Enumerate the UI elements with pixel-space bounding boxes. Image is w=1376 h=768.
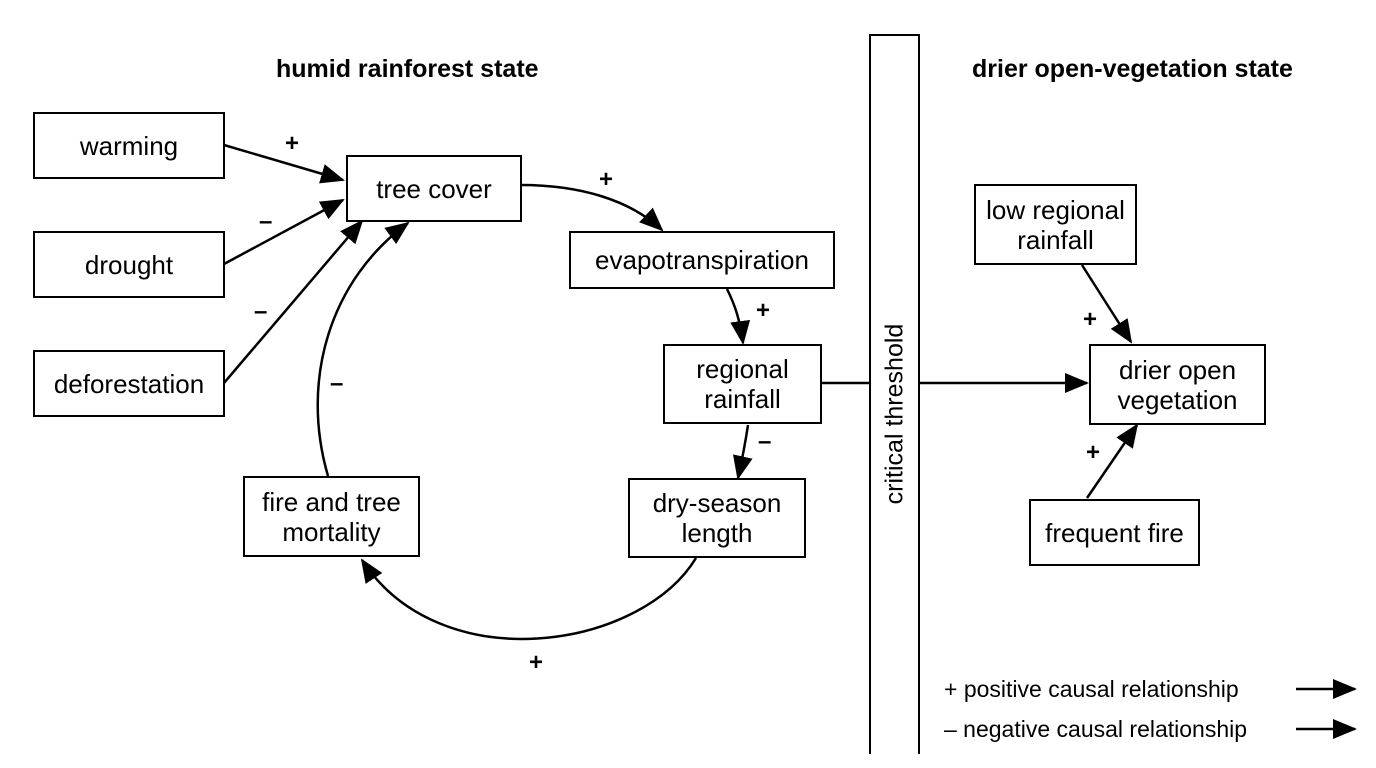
sign-low-rainfall-to-drier-open-vegetation: + (1083, 306, 1098, 333)
node-fire-and-tree-mortality: fire and tree mortality (243, 476, 420, 557)
arrow-low-rainfall-to-drier-open-vegetation (1080, 264, 1133, 344)
node-drought: drought (33, 231, 225, 298)
node-low-regional-rainfall: low regional rainfall (974, 184, 1137, 265)
arrow-frequent-fire-to-drier-open-vegetation (1085, 423, 1139, 499)
arrow-fire-to-tree-cover (316, 221, 410, 477)
sign-evapotranspiration-to-rainfall: + (756, 297, 771, 324)
arrow-drought-to-tree-cover (223, 198, 345, 266)
critical-threshold-bar: critical threshold (869, 34, 920, 754)
arrow-evapotranspiration-to-rainfall (725, 288, 751, 345)
node-dry-season-length: dry-season length (628, 478, 806, 558)
sign-frequent-fire-to-drier-open-vegetation: + (1086, 439, 1101, 466)
node-warming: warming (33, 112, 225, 179)
legend-positive: + positive causal relationship (944, 676, 1239, 702)
arrow-tree-cover-to-evapotranspiration (520, 183, 664, 232)
node-drier-open-vegetation: drier open vegetation (1089, 344, 1266, 425)
arrow-warming-to-tree-cover (223, 143, 345, 184)
heading-humid-rainforest: humid rainforest state (276, 55, 539, 83)
critical-threshold-label: critical threshold (880, 323, 908, 505)
node-tree-cover: tree cover (346, 155, 522, 222)
node-frequent-fire: frequent fire (1029, 499, 1200, 566)
sign-drought-to-tree-cover: – (259, 208, 273, 235)
node-deforestation: deforestation (33, 350, 225, 417)
sign-fire-to-tree-cover: – (330, 370, 344, 397)
arrow-rainfall-to-dry-season (733, 424, 753, 480)
arrow-dry-season-to-fire (360, 557, 698, 641)
node-regional-rainfall: regional rainfall (663, 344, 822, 424)
sign-rainfall-to-dry-season: – (758, 428, 772, 455)
arrow-deforestation-to-tree-cover (223, 219, 364, 384)
heading-drier-open-vegetation: drier open-vegetation state (972, 55, 1293, 83)
legend-negative: – negative causal relationship (944, 716, 1248, 742)
sign-dry-season-to-fire: + (529, 649, 544, 676)
sign-deforestation-to-tree-cover: – (254, 298, 268, 325)
sign-tree-cover-to-evapotranspiration: + (599, 166, 614, 193)
sign-warming-to-tree-cover: + (285, 130, 300, 157)
node-evapotranspiration: evapotranspiration (569, 231, 835, 289)
